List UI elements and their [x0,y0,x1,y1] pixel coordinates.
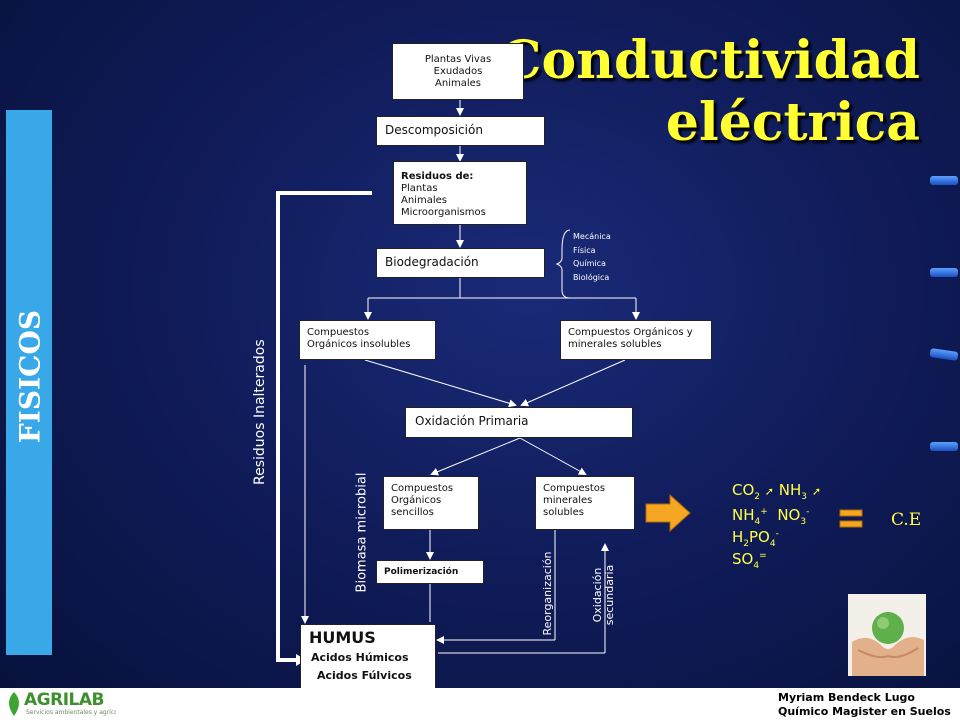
acidos-fulvicos-label: Acidos Fúlvicos [317,669,412,682]
agrilab-logo-subtitle: Servicios ambientales y agrícolas [26,709,116,716]
minerales-box: Compuestos minerales solubles [535,476,635,530]
agrilab-logo-text: AGRILAB [24,690,104,710]
ion-line-4: SO4= [732,547,767,575]
oxidacion-secundaria-line-2: secundaria [603,564,616,626]
h2po4-ion: H2PO4- [732,528,779,549]
title-line-1: Conductividad [500,30,920,91]
ion-line-2: NH4+ NO3- [732,503,809,531]
equals-icon [839,509,863,528]
type-item: Mecánica [573,232,611,241]
ion-line-1: CO2 ➚ NH3 ➚ [732,481,821,506]
solubles-line: minerales solubles [568,339,662,350]
polimerizacion-box: Polimerización [376,560,484,584]
humus-label: HUMUS [309,628,376,647]
oxidacion-primaria-box: Oxidación Primaria [405,407,633,438]
type-item: Biológica [573,272,610,282]
footer-bar [0,688,960,720]
biodegradacion-types: Mecánica Física Química Biológica [573,230,611,284]
residuos-box: Residuos de: Plantas Animales Microorgan… [393,161,527,225]
biomasa-microbial-label: Biomasa microbial [354,472,370,593]
decor-dash [930,442,958,451]
residuos-title: Residuos de: [401,171,474,182]
sencillos-line: sencillos [391,507,434,518]
author-role: Químico Magister en Suelos [778,705,951,718]
minerales-line: minerales [543,495,593,506]
sencillos-line: Compuestos [391,483,454,494]
polimerizacion-label: Polimerización [384,567,459,577]
slide-title: Conductividad eléctrica [500,30,920,154]
solubles-line: Compuestos Orgánicos y [568,327,693,338]
type-item: Física [573,245,596,255]
plantas-line: Exudados [433,66,483,77]
no3-ion: NO3- [777,506,810,527]
plantas-vivas-box: Plantas Vivas Exudados Animales [392,43,524,100]
hands-globe-image [848,594,926,676]
solubles-box: Compuestos Orgánicos y minerales soluble… [560,320,712,360]
agrilab-logo: AGRILAB Servicios ambientales y agrícola… [0,688,118,720]
insolubles-line: Compuestos [307,327,370,338]
minerales-line: solubles [543,507,584,518]
insolubles-line: Orgánicos insolubles [307,339,411,350]
fisicos-side-bar [6,110,52,655]
biodegradacion-label: Biodegradación [385,255,479,269]
title-line-2: eléctrica [665,92,920,153]
sencillos-line: Orgánicos [391,495,442,506]
residuos-inalterados-label: Residuos Inalterados [252,339,268,485]
plantas-line: Animales [435,78,481,89]
co2-ion: CO2 [732,481,761,502]
ce-label: C.E [891,510,922,530]
insolubles-box: Compuestos Orgánicos insolubles [299,320,436,360]
decor-dash [930,268,958,277]
nh4-ion: NH4+ [732,506,768,527]
oxidacion-primaria-label: Oxidación Primaria [415,414,529,428]
reorganizacion-label: Reorganización [541,551,554,636]
right-arrow-icon [645,493,691,533]
descomposicion-label: Descomposición [385,123,483,137]
descomposicion-box: Descomposición [376,116,545,146]
ion-line-3: H2PO4- [732,525,779,553]
acidos-humicos-label: Acidos Húmicos [311,651,409,664]
oxidacion-secundaria-label: Oxidación secundaria [591,553,616,637]
decor-dash [930,176,958,185]
type-item: Química [573,259,606,268]
sencillos-box: Compuestos Orgánicos sencillos [383,476,479,530]
residuos-item: Microorganismos [401,207,486,218]
author-name: Myriam Bendeck Lugo [778,691,915,704]
residuos-item: Animales [401,195,447,206]
so4-ion: SO4= [732,550,767,571]
humus-box: HUMUS Acidos Húmicos Acidos Fúlvicos [300,624,436,688]
residuos-item: Plantas [401,183,438,194]
plantas-line: Plantas Vivas [424,54,492,65]
arrow-up-icon: ➚ [811,485,822,498]
nh3-ion: NH3 [778,481,808,502]
arrow-up-icon: ➚ [764,485,775,498]
biodegradacion-box: Biodegradación [376,248,545,278]
leaf-icon [9,692,19,716]
minerales-line: Compuestos [543,483,606,494]
